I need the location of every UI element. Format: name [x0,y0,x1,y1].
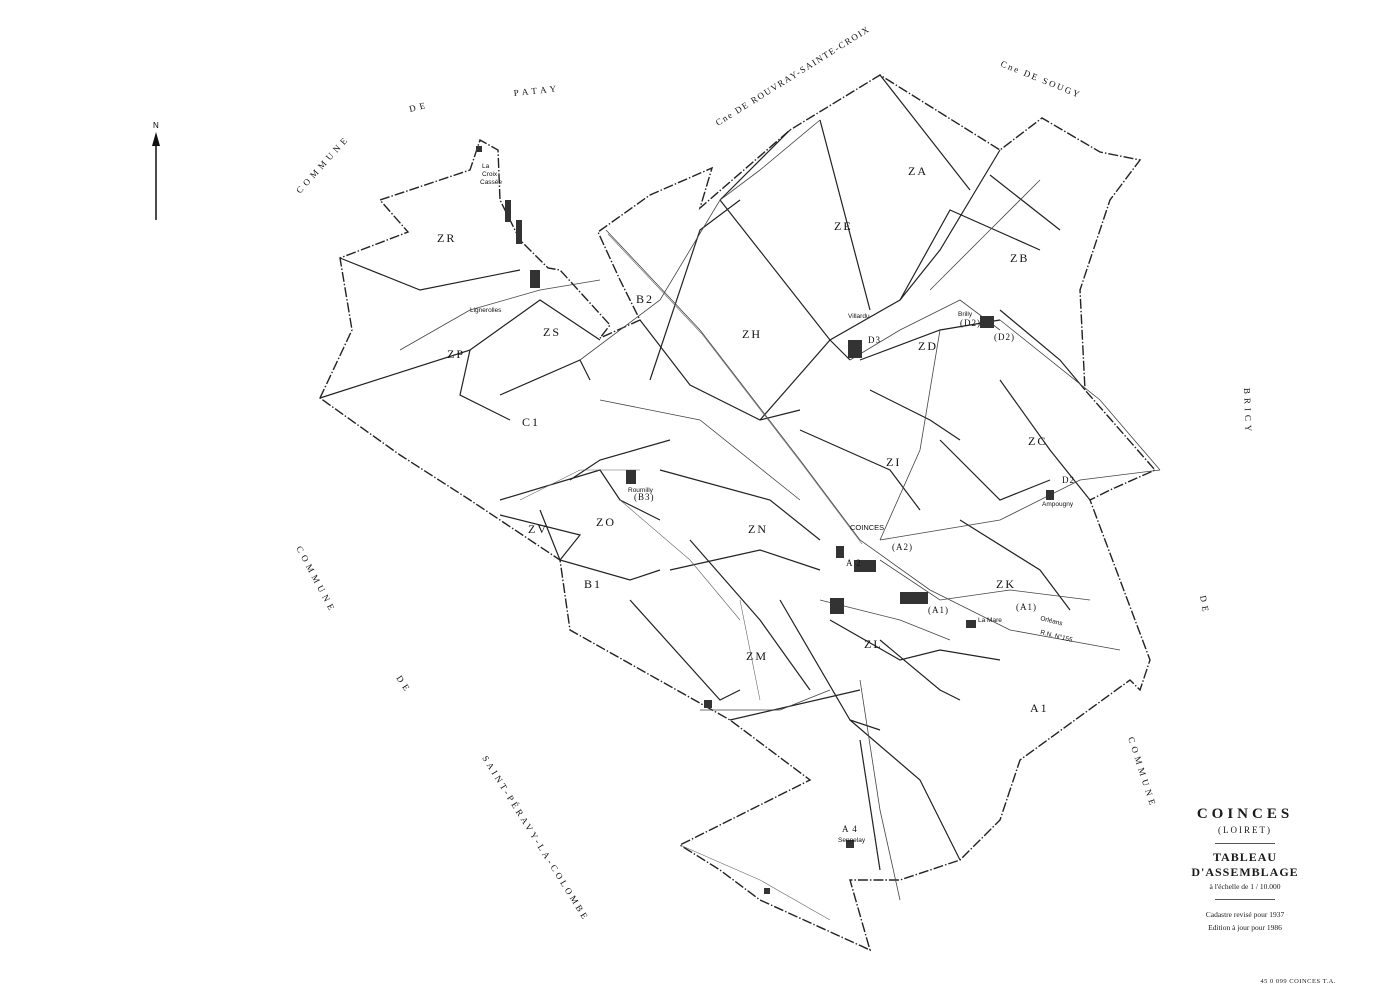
place-sennelay: Sennelay [838,837,866,844]
section-labels: ZR ZS ZP C1 B2 ZH ZE ZA ZB ZD ZC ZI ZV Z… [437,164,1075,834]
section-label-zi: ZI [886,455,901,469]
section-label-zh: ZH [742,327,762,341]
buildings [476,146,1054,894]
place-croix-3: Cassée [480,179,502,186]
title-rule [1215,843,1275,844]
title-block: COINCES (LOIRET) TABLEAU D'ASSEMBLAGE à … [1160,806,1330,932]
map-edition: Edition à jour pour 1986 [1208,923,1282,932]
section-label-d2: D2 [1062,475,1075,485]
place-la-mare: La Mare [978,617,1002,624]
section-boundaries [319,74,1091,871]
road-rn155: R.N. N°155 [1040,628,1074,644]
neighbour-bricy-commune: COMMUNE [1126,736,1159,810]
section-label-a1-south: (A1) [1016,602,1037,612]
neighbour-bricy-de: DE [1198,595,1211,616]
section-label-zm: ZM [746,649,768,663]
section-label-b3: (B3) [634,492,655,502]
map-revision: Cadastre revisé pour 1937 [1205,910,1285,919]
place-coinces: COINCES [850,523,884,532]
reference-code: 45 0 099 COINCES T.A. [1260,978,1336,985]
section-label-a2: A 2 [846,558,862,568]
place-croix-2: Croix [482,171,498,178]
place-villardu: Villardu [848,313,870,320]
section-label-zb: ZB [1010,251,1029,265]
north-arrow: N [152,121,160,220]
north-label: N [153,121,159,130]
section-label-zp: ZP [447,347,465,361]
map-subtitle: TABLEAU D'ASSEMBLAGE [1191,850,1299,879]
map-scale: à l'échelle de 1 / 10.000 [1209,882,1281,891]
neighbour-bricy: BRICY [1242,388,1254,436]
neighbour-peravy-de: DE [394,674,413,696]
section-label-zo: ZO [596,515,616,529]
commune-boundary [319,74,1157,952]
place-ampougny: Ampougny [1042,501,1074,508]
section-label-d2-brilly: (D2) [960,318,981,328]
neighbour-peravy-commune: COMMUNE [294,544,338,615]
section-label-a1: A1 [1030,701,1049,715]
section-label-d3: D3 [868,335,881,345]
place-brilly: Brilly [958,311,973,318]
section-label-zs: ZS [543,325,561,339]
neighbour-patay-name: PATAY [513,83,560,98]
section-label-a2-village: (A2) [892,542,913,552]
section-label-zc: ZC [1028,434,1047,448]
place-lignerolles: Lignerolles [470,307,502,314]
neighbour-patay-de: DE [408,99,430,114]
section-label-d2-east: (D2) [994,332,1015,342]
section-label-zn: ZN [748,522,768,536]
section-label-zv: ZV [528,522,548,536]
place-roumilly: Roumilly [628,487,654,494]
neighbour-patay-commune: COMMUNE [294,133,352,195]
neighbour-sougy: Cne DE SOUGY [999,59,1082,100]
map-title: COINCES [1196,806,1294,822]
section-label-a1-north: (A1) [928,605,949,615]
section-label-b2: B2 [636,292,654,306]
neighbour-peravy-name: SAINT-PÉRAVY-LA-COLOMBE [480,754,591,923]
section-label-c1: C1 [522,415,540,429]
place-croix-1: La [482,163,490,170]
place-orleans: Orléans [1040,615,1065,627]
section-label-b1: B1 [584,577,602,591]
map-department: (LOIRET) [1218,825,1272,835]
roads [399,119,1161,921]
section-label-zk: ZK [996,577,1016,591]
section-label-za: ZA [908,164,928,178]
section-label-zd: ZD [918,339,938,353]
section-label-zl: ZL [864,637,883,651]
neighbour-rouvray: Cne DE ROUVRAY-SAINTE-CROIX [714,24,872,128]
section-label-zr: ZR [437,231,456,245]
section-label-ze: ZE [834,219,853,233]
section-label-a4: A 4 [842,824,858,834]
title-rule-2 [1215,899,1275,900]
